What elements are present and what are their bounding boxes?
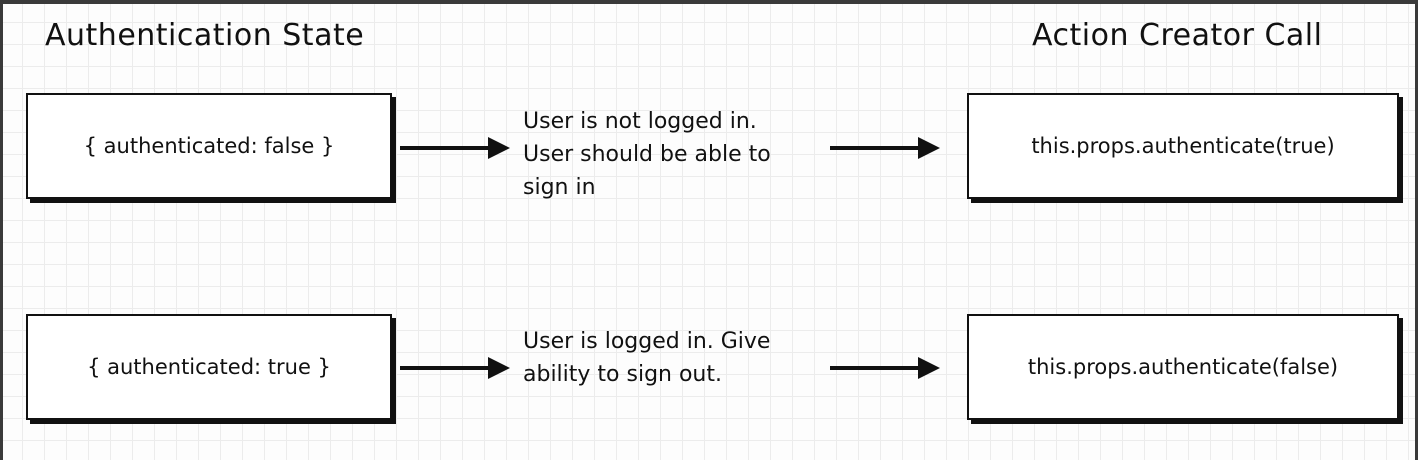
- arrow-description-to-action-2: [830, 357, 940, 379]
- action-box-authenticate-false: this.props.authenticate(false): [967, 314, 1399, 420]
- description-line: User is logged in. Give: [523, 329, 771, 354]
- heading-action-creator-call: Action Creator Call: [1032, 18, 1323, 53]
- description-line: sign in: [523, 175, 596, 200]
- arrow-description-to-action-1: [830, 137, 940, 159]
- arrow-state-to-description-1: [400, 137, 510, 159]
- description-not-logged-in: User is not logged in. User should be ab…: [523, 105, 771, 204]
- description-line: User should be able to: [523, 142, 771, 167]
- description-line: User is not logged in.: [523, 109, 757, 134]
- heading-authentication-state: Authentication State: [45, 18, 365, 53]
- action-box-authenticate-true: this.props.authenticate(true): [967, 93, 1399, 199]
- state-box-true: { authenticated: true }: [26, 314, 392, 420]
- state-box-false: { authenticated: false }: [26, 93, 392, 199]
- window-top-border: [0, 0, 1418, 4]
- arrow-state-to-description-2: [400, 357, 510, 379]
- window-left-border: [0, 0, 3, 460]
- description-logged-in: User is logged in. Give ability to sign …: [523, 325, 770, 391]
- window-right-border: [1415, 0, 1418, 460]
- description-line: ability to sign out.: [523, 362, 722, 387]
